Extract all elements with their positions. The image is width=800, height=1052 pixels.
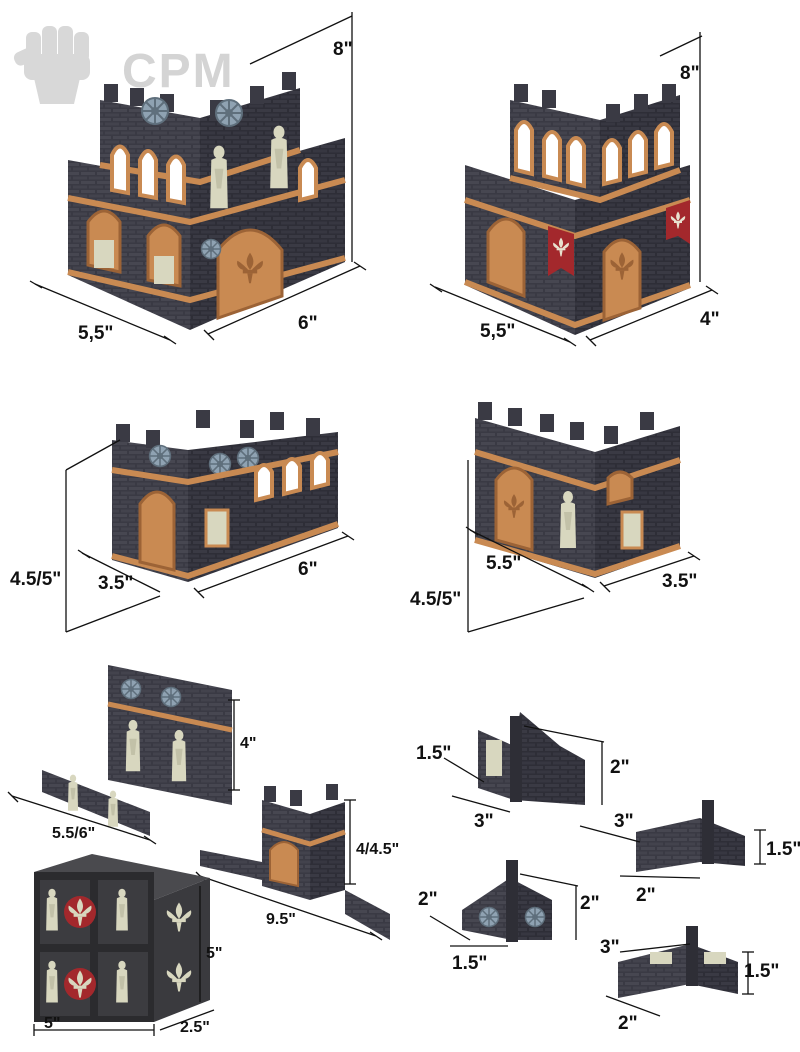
dimension-lines-2	[429, 32, 719, 347]
model-corner-ruin-a	[478, 712, 585, 805]
dim-label-depth: 1.5"	[416, 743, 452, 764]
dim-label-depth: 6"	[298, 559, 318, 580]
dim-label-width: 5.5"	[486, 553, 522, 574]
model-corner-ruin-c	[462, 860, 552, 942]
dim-label-depth: 1.5"	[452, 953, 488, 974]
dim-label-height: 1.5"	[766, 839, 800, 860]
model-wall-set	[42, 665, 390, 940]
fist-icon	[13, 26, 90, 104]
dimension-lines-1	[29, 12, 367, 345]
model-ruined-hall	[111, 410, 339, 582]
dim-label-length: 9.5"	[266, 911, 296, 928]
model-chapel-shell	[474, 402, 681, 578]
cpm-logo: CPM	[10, 14, 250, 106]
dimension-lines-5	[7, 699, 383, 941]
model-large-chapel	[67, 72, 346, 330]
model-corner-ruin-d	[618, 926, 738, 998]
dim-label-width: 3"	[614, 811, 634, 832]
dim-label-width: 3"	[600, 937, 620, 958]
dimension-lines-3	[65, 439, 355, 633]
dim-label-width: 5,5"	[78, 323, 114, 344]
model-corner-ruin-b	[636, 800, 745, 872]
dim-label-depth: 4"	[700, 309, 720, 330]
dim-label-tower-height: 4/4.5"	[356, 841, 400, 858]
dim-label-depth: 3.5"	[662, 571, 698, 592]
dim-label-width: 2"	[418, 889, 438, 910]
model-tower-gatehouse	[463, 84, 691, 335]
dim-label-height: 1.5"	[744, 961, 780, 982]
dimension-lines-4	[465, 460, 701, 633]
dim-label-height: 2"	[580, 893, 600, 914]
brand-name: CPM	[122, 45, 235, 98]
dim-label-height: 8"	[333, 39, 353, 60]
dim-label-height: 5"	[206, 945, 223, 962]
dim-label-wall-width: 5.5/6"	[52, 825, 96, 842]
dim-label-width: 5,5"	[480, 321, 516, 342]
dim-label-depth: 2.5"	[180, 1019, 210, 1036]
dim-label-depth: 6"	[298, 313, 318, 334]
dim-label-width: 3.5"	[98, 573, 134, 594]
dim-label-height: 4.5/5"	[410, 589, 462, 610]
dim-label-depth: 2"	[618, 1013, 638, 1034]
dim-label-depth: 2"	[636, 885, 656, 906]
dimension-lines-ruins	[429, 725, 766, 1017]
dim-label-width: 5"	[44, 1015, 61, 1032]
dim-label-height: 4.5/5"	[10, 569, 62, 590]
dim-label-height: 2"	[610, 757, 630, 778]
dim-label-width: 3"	[474, 811, 494, 832]
dim-label-wall-height: 4"	[240, 735, 257, 752]
dim-label-height: 8"	[680, 63, 700, 84]
model-crate-stack	[34, 854, 210, 1022]
dimension-lines-6	[33, 886, 215, 1036]
